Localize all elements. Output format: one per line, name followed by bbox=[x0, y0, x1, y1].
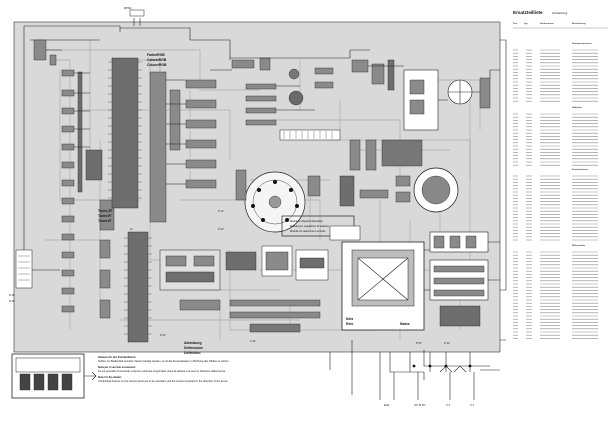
deflection-section: Ablenkung Deflessione Deflection bbox=[159, 245, 329, 355]
section-4: Widerstände bbox=[572, 244, 586, 247]
service-note: Hinweis für den Kundendienst: Sollten am… bbox=[98, 355, 230, 383]
tuner-labels: Tuner-ZF Tuner-FI Tuner-IF bbox=[98, 209, 112, 223]
label-deflessione: Deflessione bbox=[184, 346, 203, 350]
note-title-en: Note for the dealer: bbox=[98, 375, 122, 379]
mpnc-label: MPNC bbox=[124, 6, 132, 10]
partslist-title-suffix: (Fortsetzung) bbox=[552, 11, 568, 15]
note-body-de: Sollten am Bedienfeld einzelne Tasten be… bbox=[98, 359, 230, 363]
label-colour: Colour/RGB bbox=[147, 63, 167, 67]
left-component-column bbox=[33, 39, 115, 313]
pin-label-r15: R 15 bbox=[9, 299, 15, 303]
section-2: Halbleiter bbox=[572, 106, 582, 109]
right-power-section bbox=[424, 231, 500, 327]
label-ablenkung: Ablenkung bbox=[184, 341, 202, 345]
lower-main-ic: IC bbox=[99, 227, 152, 343]
section-1: Drehpotentiometer bbox=[572, 42, 592, 45]
ic-main-label: IC bbox=[130, 227, 133, 231]
module-label-en: Module for adjustment controls bbox=[290, 229, 326, 233]
parts-list-rows bbox=[513, 49, 598, 339]
central-component-rows bbox=[210, 49, 370, 141]
label-netz: Netz bbox=[346, 317, 353, 321]
label-mains: Mains bbox=[400, 322, 410, 326]
crt-socket bbox=[235, 169, 321, 233]
pin-label-p5v: P 5V bbox=[416, 341, 422, 345]
top-wiring: MPNC bbox=[23, 6, 231, 240]
pin-labels: P 1V P 2V P 3V P 5V P 4V C 24 bbox=[160, 209, 450, 345]
pin-label-p1v: P 1V bbox=[218, 209, 224, 213]
note-body-it: Se sul pannello di comando si devono azi… bbox=[98, 369, 226, 373]
tuner-if-ic bbox=[149, 71, 217, 223]
sensor-keyboard-illustration bbox=[11, 353, 97, 399]
pin-label-p3v: P 3V bbox=[160, 333, 166, 337]
label-colore: Colore/RGB bbox=[147, 58, 167, 62]
note-title-it: Nota per il servizio assistenza: bbox=[98, 365, 136, 369]
label-tuner-de: Tuner-ZF bbox=[98, 209, 112, 213]
pin-label-p2v: P 2V bbox=[218, 227, 224, 231]
right-large-cap bbox=[339, 167, 459, 213]
colour-rgb-ic: Farbe/RGB Colore/RGB Colour/RGB bbox=[108, 53, 167, 209]
left-connector: R 10 R 15 bbox=[9, 240, 60, 303]
label-tuner-en: Tuner-IF bbox=[98, 219, 111, 223]
label-farbe: Farbe/RGB bbox=[147, 53, 165, 57]
col-bezeichnung: Bezeichnung bbox=[572, 23, 586, 25]
module-label-it: Modulo per regolazioni di taratura bbox=[290, 224, 329, 228]
mains-transformer: Netz Rete Mains bbox=[329, 225, 425, 331]
label-erde: Erde bbox=[384, 403, 390, 407]
label-ac: AC 70 PC bbox=[414, 403, 426, 407]
top-right-group bbox=[349, 59, 500, 171]
col-pos: Pos. bbox=[513, 23, 518, 25]
module-label-de: Modul für Abgleich-Einsteller bbox=[290, 219, 323, 223]
pin-label-c24: C 24 bbox=[250, 339, 256, 343]
partslist-title: Ersatzteilliste bbox=[513, 10, 543, 15]
note-title-de: Hinweis für den Kundendienst: bbox=[98, 355, 136, 359]
note-body-en: If individual buttons on the control pan… bbox=[98, 379, 228, 383]
label-out-v1: V 1 bbox=[470, 403, 474, 407]
label-rete: Rete bbox=[346, 322, 353, 326]
col-sachnr: Sachnummer bbox=[540, 23, 554, 25]
label-deflection: Deflection bbox=[184, 351, 200, 355]
pin-label-p4v: P 4V bbox=[444, 341, 450, 345]
col-typ: Typ bbox=[524, 23, 528, 25]
pin-label-r10: R 10 bbox=[9, 293, 15, 297]
label-out-v3: V 3 bbox=[446, 403, 450, 407]
parts-list: Ersatzteilliste (Fortsetzung) Pos. Typ S… bbox=[513, 10, 608, 339]
label-tuner-it: Tuner-FI bbox=[98, 214, 111, 218]
section-3: Kondensatoren bbox=[572, 168, 589, 171]
external-wiring: Erde AC 70 PC V 3 V 1 bbox=[329, 39, 507, 407]
